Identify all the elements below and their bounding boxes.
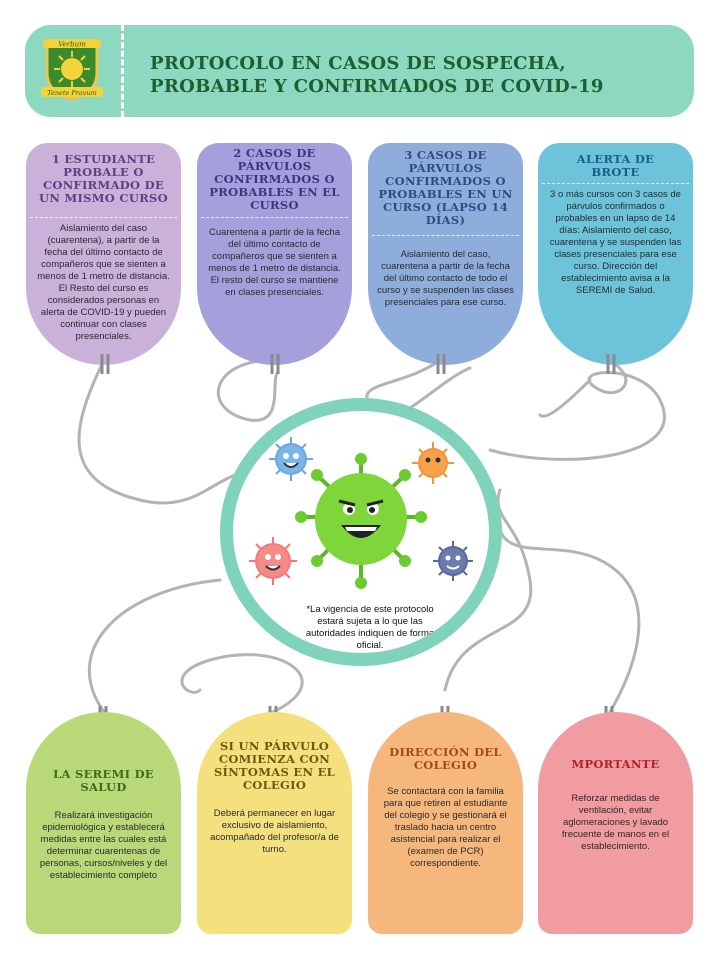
card-body: Deberá permanecer en lugar exclusivo de … (210, 808, 339, 855)
virus-illustration-icon (249, 437, 473, 589)
card-title: 3 CASOS DE PÁRVULOS CONFIRMADOS O PROBAB… (378, 148, 513, 227)
card-title: ALERTA DE BROTE (576, 152, 655, 179)
logo-bottom-text: Tenete Pravum (47, 89, 97, 97)
title-line-1: PROTOCOLO EN CASOS DE SOSPECHA, (150, 53, 566, 74)
card-body: Aislamiento del caso, cuarentena a parti… (377, 249, 514, 308)
card-body: 3 o más cursos con 3 casos de párvulos c… (549, 189, 682, 296)
card-body: Aislamiento del caso (cuarentena), a par… (37, 223, 170, 342)
clip-icon (436, 354, 446, 374)
clip-icon (100, 354, 110, 374)
bottom-card-2: SI UN PÁRVULO COMIENZA CON SÍNTOMAS EN E… (197, 712, 352, 934)
card-title: 1 ESTUDIANTE PROBALE O CONFIRMADO DE UN … (39, 152, 168, 205)
card-title: LA SEREMI DE SALUD (53, 767, 154, 794)
top-card-4: ALERTA DE BROTE 3 o más cursos con 3 cas… (538, 143, 693, 365)
logo-area: Verbum Tenete Pravum (25, 25, 124, 117)
clip-icon (606, 354, 616, 374)
page-title: PROTOCOLO EN CASOS DE SOSPECHA, PROBABLE… (150, 52, 680, 98)
card-body: Cuarentena a partir de la fecha del últi… (208, 227, 341, 298)
bottom-card-3: DIRECCIÓN DEL COLEGIO Se contactará con … (368, 712, 523, 934)
top-card-3: 3 CASOS DE PÁRVULOS CONFIRMADOS O PROBAB… (368, 143, 523, 365)
card-body: Realizará investigación epidemiológica y… (39, 810, 168, 881)
center-circle-inner: *La vigencia de este protocolo estará su… (233, 411, 489, 653)
school-crest-icon: Verbum Tenete Pravum (41, 39, 103, 101)
center-circle: *La vigencia de este protocolo estará su… (220, 398, 502, 666)
validity-note: *La vigencia de este protocolo estará su… (305, 604, 435, 651)
card-title: SI UN PÁRVULO COMIENZA CON SÍNTOMAS EN E… (213, 739, 336, 792)
card-body: Se contactará con la familia para que re… (383, 786, 508, 869)
bottom-card-1: LA SEREMI DE SALUD Realizará investigaci… (26, 712, 181, 934)
card-title: MPORTANTE (571, 757, 660, 771)
bottom-card-4: MPORTANTE Reforzar medidas de ventilació… (538, 712, 693, 934)
top-card-2: 2 CASOS DE PÁRVULOS CONFIRMADOS O PROBAB… (197, 143, 352, 365)
header-banner: Verbum Tenete Pravum PROTOCOLO EN CASOS … (25, 25, 694, 117)
card-title: DIRECCIÓN DEL COLEGIO (389, 745, 502, 772)
card-body: Reforzar medidas de ventilación, evitar … (561, 793, 670, 852)
title-line-2: PROBABLE Y CONFIRMADOS DE COVID-19 (150, 76, 604, 97)
top-card-1: 1 ESTUDIANTE PROBALE O CONFIRMADO DE UN … (26, 143, 181, 365)
logo-top-text: Verbum (58, 41, 86, 49)
clip-icon (270, 354, 280, 374)
card-title: 2 CASOS DE PÁRVULOS CONFIRMADOS O PROBAB… (209, 146, 340, 212)
